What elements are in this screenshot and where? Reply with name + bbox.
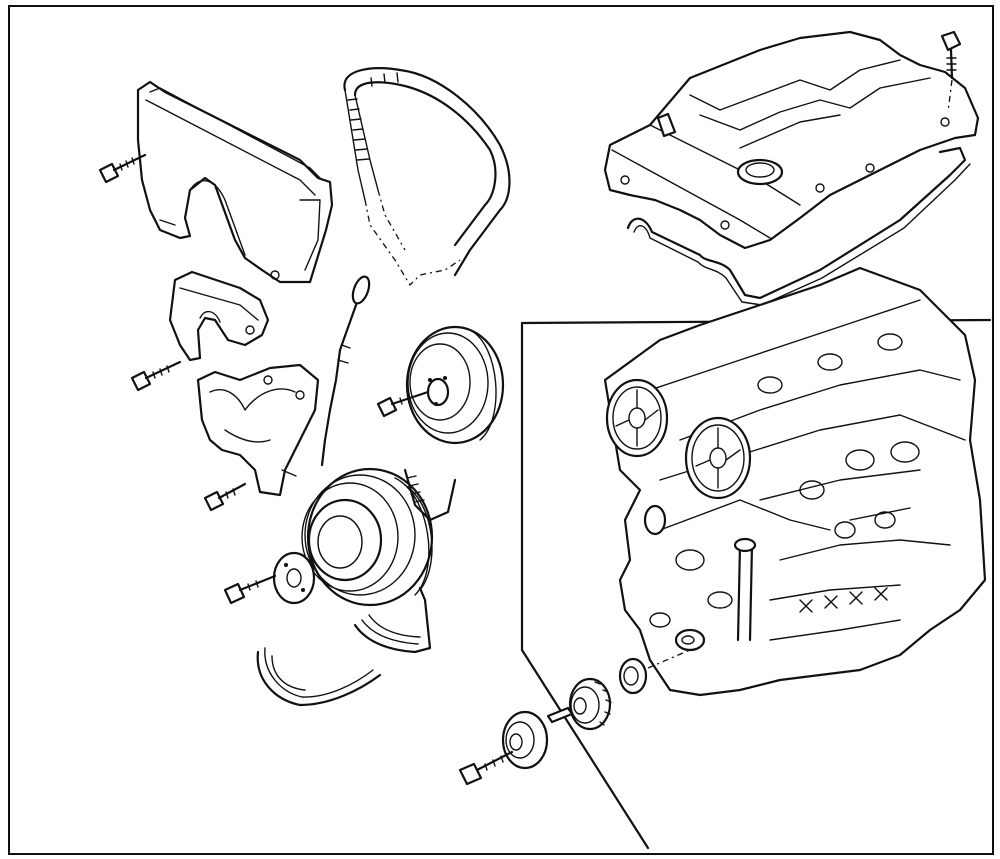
crankshaft-pulley-lock-bolt bbox=[458, 750, 514, 786]
timing-belt-middle-cover bbox=[168, 270, 270, 362]
crankshaft-key bbox=[546, 706, 574, 724]
dipstick bbox=[320, 275, 371, 467]
crank-timing-belt-segment bbox=[403, 468, 457, 522]
water-pump-bolt bbox=[376, 390, 430, 418]
crankshaft-timing-pulley bbox=[568, 677, 612, 731]
upper-cover-bolt bbox=[98, 153, 147, 184]
crankshaft-pulley-boss bbox=[272, 551, 316, 605]
drive-belt-2 bbox=[256, 647, 382, 707]
camshaft-pulley-intake bbox=[684, 416, 752, 500]
head-cover-bolt bbox=[940, 30, 962, 113]
timing-belt-guide-plate bbox=[618, 657, 648, 695]
crankshaft-pulley-bolt bbox=[223, 574, 277, 605]
drive-belt-1 bbox=[353, 586, 432, 654]
crankshaft-pulley bbox=[301, 467, 434, 607]
timing-belt-lower-cover bbox=[196, 363, 320, 497]
timing-belt-upper-cover bbox=[136, 80, 334, 284]
cylinder-head-cover-gasket bbox=[626, 146, 971, 306]
cylinder-head-cover bbox=[603, 30, 980, 250]
diagram-frame bbox=[8, 5, 994, 855]
timing-belt bbox=[343, 67, 511, 287]
camshaft-pulley-exhaust bbox=[605, 378, 669, 458]
middle-cover-bolt bbox=[130, 360, 182, 392]
engine-block-assembly bbox=[603, 266, 987, 697]
crankshaft-sprocket-plate bbox=[501, 710, 549, 770]
lower-cover-bolt bbox=[203, 482, 247, 512]
water-pump-pulley bbox=[405, 325, 505, 445]
